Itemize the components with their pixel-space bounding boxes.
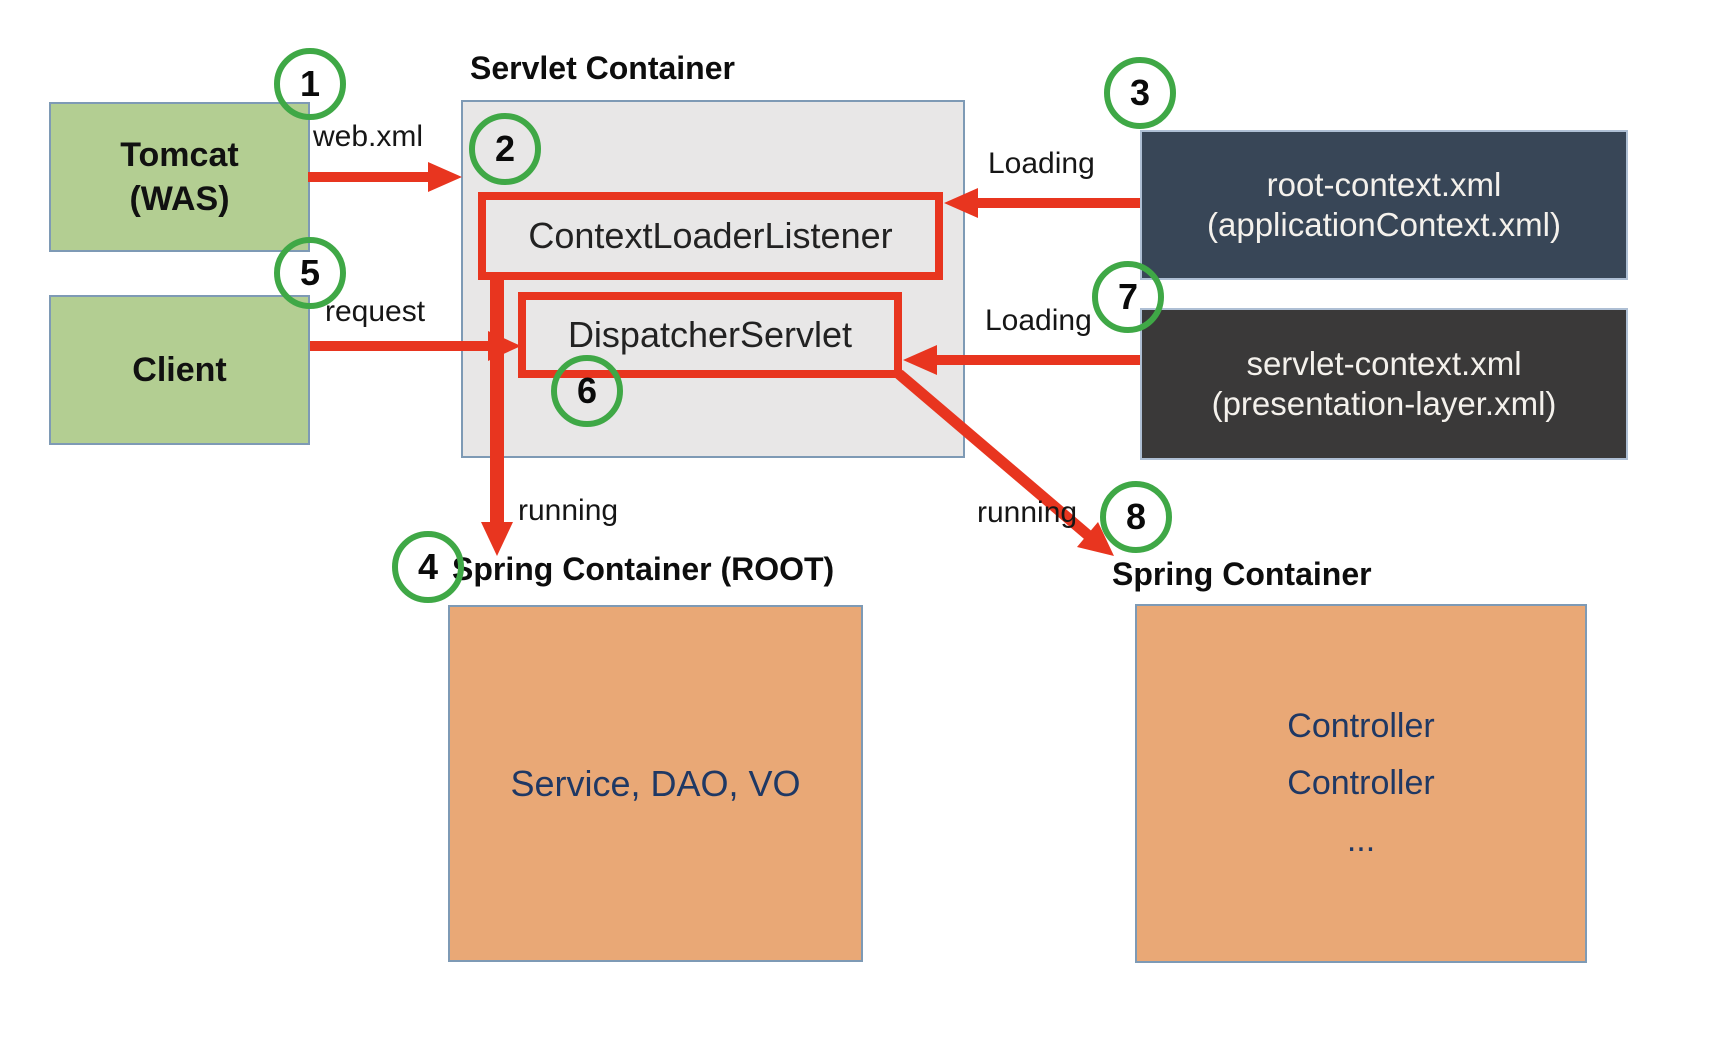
tomcat-label-line1: Tomcat [120,135,239,174]
root-context-line1: root-context.xml [1266,165,1502,203]
tomcat-label-line2: (WAS) [129,180,230,218]
step-circle-8: 8 [1100,481,1172,553]
context-loader-listener-node: ContextLoaderListener [478,192,943,280]
root-context-xml-node: root-context.xml (applicationContext.xml… [1140,130,1628,280]
step-number-2: 2 [494,128,516,169]
running-root-edge-label: running [518,494,619,527]
web-xml-edge-label: web.xml [313,120,424,153]
loading-root-edge-label: Loading [988,147,1095,180]
spring-container-root-content: Service, DAO, VO [510,762,801,804]
step-number-4: 4 [417,546,439,587]
spring-container-node: Controller Controller ... [1135,604,1587,963]
spring-container-title: Spring Container [1112,556,1372,592]
servlet-context-line1: servlet-context.xml [1246,344,1522,382]
step-number-8: 8 [1125,496,1147,537]
spring-container-line2: Controller [1287,763,1435,802]
client-label: Client [132,350,227,389]
servlet-container-title: Servlet Container [470,50,735,86]
step-circle-5: 5 [274,237,346,309]
servlet-context-line2: (presentation-layer.xml) [1211,385,1557,422]
dispatcher-servlet-node: DispatcherServlet [518,292,902,378]
step-circle-4: 4 [392,531,464,603]
context-loader-listener-label: ContextLoaderListener [528,215,893,256]
step-circle-3: 3 [1104,57,1176,129]
tomcat-was-node: Tomcat (WAS) [49,102,310,252]
step-number-7: 7 [1117,276,1139,317]
step-circle-2: 2 [469,113,541,185]
root-context-line2: (applicationContext.xml) [1207,206,1561,243]
step-number-3: 3 [1129,72,1151,113]
spring-container-root-title: Spring Container (ROOT) [452,551,835,587]
servlet-context-xml-node: servlet-context.xml (presentation-layer.… [1140,308,1628,460]
step-circle-6: 6 [551,355,623,427]
step-number-6: 6 [576,370,598,411]
spring-container-line1: Controller [1287,706,1435,745]
loading-servlet-edge-label: Loading [985,304,1092,337]
step-number-1: 1 [299,63,321,104]
spring-container-root-node: Service, DAO, VO [448,605,863,962]
arrow-web-xml [308,162,462,192]
spring-container-line3: ... [1346,821,1376,860]
step-circle-1: 1 [274,48,346,120]
dispatcher-servlet-label: DispatcherServlet [567,314,853,355]
request-edge-label: request [325,295,426,328]
step-circle-7: 7 [1092,261,1164,333]
running-servlet-edge-label: running [977,496,1078,529]
client-node: Client [49,295,310,445]
step-number-5: 5 [299,252,321,293]
arrow-loading-root [944,188,1140,218]
